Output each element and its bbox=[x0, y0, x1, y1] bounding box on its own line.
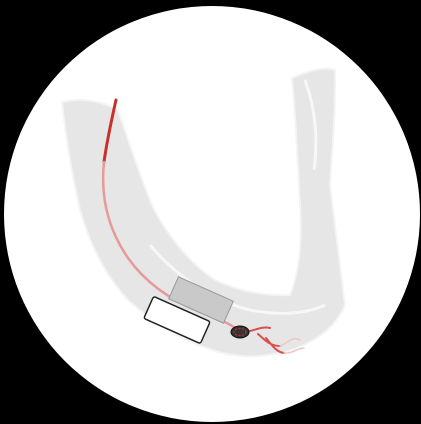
viewport-disc bbox=[4, 6, 420, 422]
